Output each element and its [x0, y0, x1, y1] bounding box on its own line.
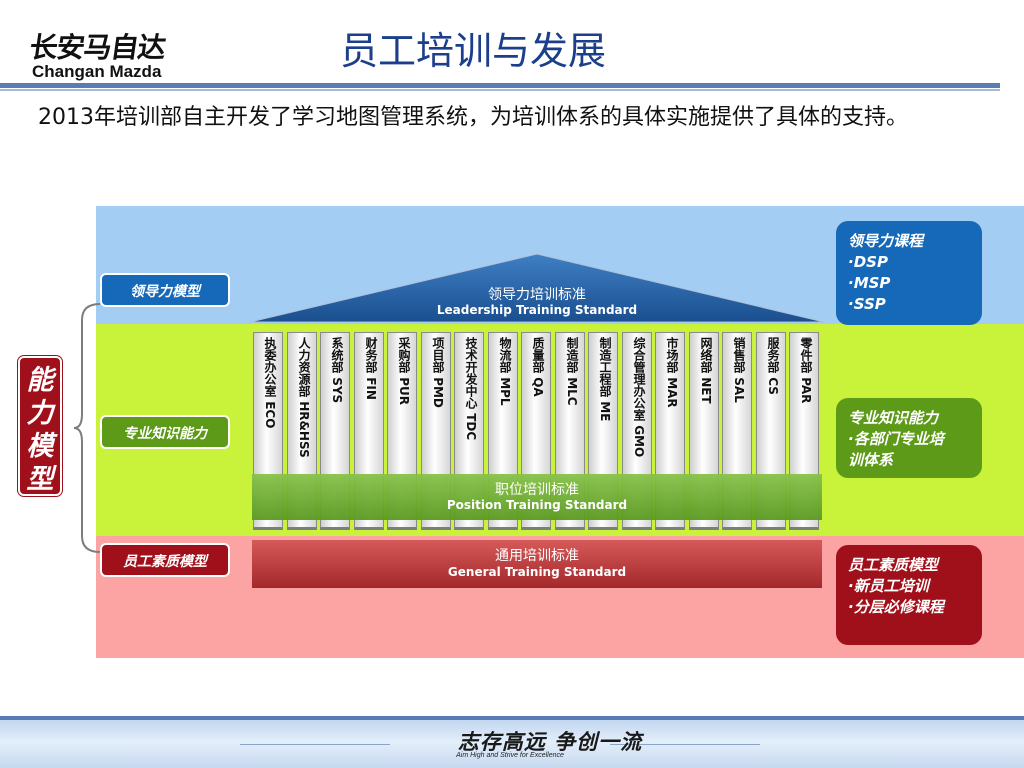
capability-char: 力	[26, 398, 54, 429]
company-logo: 长安马自达 Changan Mazda	[27, 26, 200, 84]
leadership-courses-box: 领导力课程 ·DSP ·MSP ·SSP	[836, 221, 982, 325]
footer-rule-left	[240, 744, 390, 745]
position-standard-bar	[252, 474, 822, 520]
department-code: HR&HSS	[297, 401, 311, 458]
department-label: 采购部 PUR	[397, 337, 411, 405]
department-code: ME	[598, 401, 612, 422]
capability-model-label: 能 力 模 型	[18, 356, 62, 496]
department-label: 物流部 MPL	[498, 337, 512, 406]
department-label: 财务部 FIN	[364, 337, 378, 400]
department-label: 销售部 SAL	[732, 337, 746, 403]
box-item: ·各部门专业培	[848, 430, 944, 448]
department-code: MLC	[565, 377, 579, 406]
department-label: 项目部 PMD	[431, 337, 445, 408]
position-standard-cn: 职位培训标准	[495, 482, 579, 498]
department-label: 执委办公室 ECO	[263, 337, 277, 429]
leadership-model-tag: 领导力模型	[100, 273, 230, 307]
department-code: PMD	[431, 377, 445, 408]
professional-ability-tag: 专业知识能力	[100, 415, 230, 449]
header-divider	[0, 83, 1000, 88]
staff-quality-box: 员工素质模型 ·新员工培训 ·分层必修课程	[836, 545, 982, 645]
staff-quality-tag: 员工素质模型	[100, 543, 230, 577]
department-label: 服务部 CS	[766, 337, 780, 395]
intro-text: 2013年培训部自主开发了学习地图管理系统，为培训体系的具体实施提供了具体的支持…	[38, 105, 908, 130]
header-divider-thin	[0, 89, 1000, 91]
department-code: GMO	[632, 425, 646, 458]
department-code: PUR	[397, 377, 411, 405]
department-label: 综合管理办公室 GMO	[632, 337, 646, 458]
capability-char: 型	[26, 464, 54, 495]
model-bracket	[73, 303, 101, 553]
capability-char: 模	[26, 431, 54, 462]
logo-english: Changan Mazda	[32, 62, 162, 81]
department-code: MAR	[665, 377, 679, 408]
department-code: ECO	[263, 401, 277, 429]
box-title: 员工素质模型	[848, 556, 939, 574]
department-label: 制造工程部 ME	[598, 337, 612, 422]
box-item: ·SSP	[848, 295, 886, 313]
leadership-standard-en: Leadership Training Standard	[436, 303, 638, 317]
professional-ability-box: 专业知识能力 ·各部门专业培 训体系	[836, 398, 982, 478]
department-code: SYS	[330, 377, 344, 404]
general-standard-bar	[252, 540, 822, 588]
department-code: PAR	[799, 377, 813, 404]
department-label: 零件部 PAR	[799, 337, 813, 404]
department-code: SAL	[732, 377, 746, 403]
department-label: 网络部 NET	[699, 337, 713, 404]
logo-chinese: 长安马自达	[27, 31, 168, 64]
department-code: CS	[766, 377, 780, 395]
box-item: ·分层必修课程	[848, 598, 944, 616]
department-label: 人力资源部 HR&HSS	[297, 337, 311, 458]
capability-char: 能	[26, 365, 54, 396]
position-standard-en: Position Training Standard	[446, 498, 628, 512]
general-standard-cn: 通用培训标准	[495, 548, 579, 564]
box-title: 领导力课程	[848, 232, 924, 250]
department-label: 市场部 MAR	[665, 337, 679, 408]
box-item: ·MSP	[848, 274, 891, 292]
department-label: 系统部 SYS	[330, 337, 344, 404]
box-title: 专业知识能力	[848, 409, 939, 427]
department-label: 质量部 QA	[531, 337, 545, 397]
box-item: 训体系	[848, 451, 894, 469]
department-label: 技术开发中心 TDC	[464, 337, 478, 441]
leadership-roof	[250, 254, 824, 323]
department-code: NET	[699, 377, 713, 404]
department-code: MPL	[498, 377, 512, 406]
department-label: 制造部 MLC	[565, 337, 579, 406]
general-standard-en: General Training Standard	[447, 565, 627, 579]
department-code: TDC	[464, 413, 478, 441]
box-item: ·新员工培训	[848, 577, 929, 595]
footer-slogan: 志存高远 争创一流	[457, 730, 643, 754]
footer-band	[0, 716, 1024, 768]
footer-slogan-english: Aim High and Strive for Excellence	[456, 752, 564, 759]
leadership-standard-cn: 领导力培训标准	[488, 287, 586, 303]
slide-title: 员工培训与发展	[340, 29, 607, 73]
footer-divider	[0, 716, 1024, 720]
department-code: QA	[531, 377, 545, 397]
footer-rule-right	[610, 744, 760, 745]
box-item: ·DSP	[848, 253, 888, 271]
department-code: FIN	[364, 377, 378, 400]
